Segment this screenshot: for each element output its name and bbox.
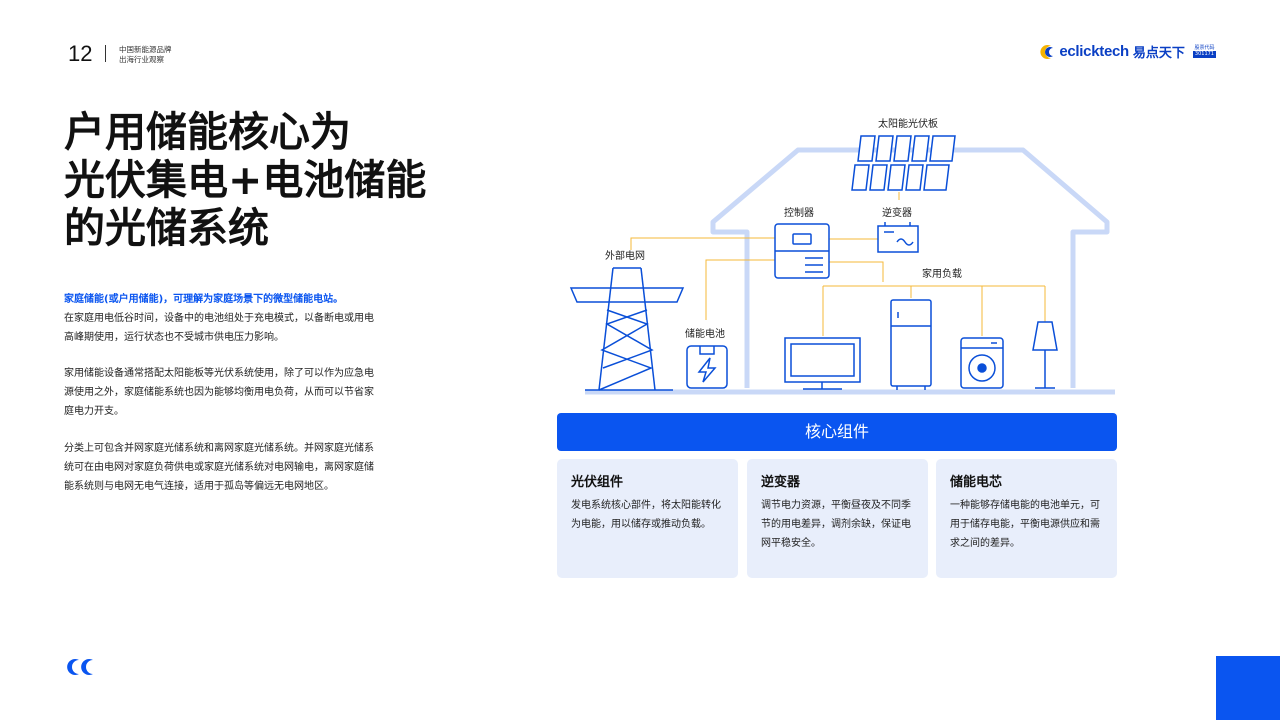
- stock-code-label: 股票代码: [1194, 45, 1215, 51]
- brand-name-cn: 易点天下: [1132, 46, 1185, 61]
- household-load-label: 家用负载: [922, 269, 962, 280]
- grid-label: 外部电网: [605, 251, 645, 262]
- corner-accent-block: [1216, 656, 1280, 720]
- footer-logo-mark-icon: [67, 659, 93, 675]
- solar-panel-label: 太阳能光伏板: [878, 119, 938, 130]
- card-title: 逆变器: [761, 475, 801, 490]
- intro-paragraph: 家庭储能(或户用储能)，可理解为家庭场景下的微型储能电站。 在家庭用电低谷时间，…: [64, 290, 374, 347]
- controller-label: 控制器: [784, 208, 814, 219]
- card-text: 调节电力资源，平衡昼夜及不同季节的用电差异，调剂余缺，保证电网平稳安全。: [761, 500, 911, 549]
- brand-name-en: eclicktech: [1059, 43, 1129, 60]
- header-caption-line2: 出海行业观察: [119, 55, 164, 64]
- battery-label: 储能电池: [685, 329, 725, 340]
- header-caption-line1: 中国新能源品牌: [119, 45, 172, 54]
- stock-code-value: 301171: [1192, 51, 1216, 58]
- brand-logo: eclicktech 易点天下 股票代码 301171: [1037, 42, 1216, 61]
- card-text: 一种能够存储电能的电池单元，可用于储存电能，平衡电源供应和需求之间的差异。: [950, 500, 1100, 549]
- battery-cell-card: 储能电芯 一种能够存储电能的电池单元，可用于储存电能，平衡电源供应和需求之间的差…: [936, 459, 1117, 578]
- page-number: 12: [68, 41, 93, 66]
- usage-paragraph: 家用储能设备通常搭配太阳能板等光伏系统使用，除了可以作为应急电源使用之外，家庭储…: [64, 368, 374, 417]
- page-title-line2: 光伏集电+电池储能: [64, 156, 427, 204]
- page-title: 户用储能核心为 光伏集电+电池储能 的光储系统: [64, 108, 426, 252]
- home-storage-diagram: 太阳能光伏板 控制器 逆变器 外部电网 家用负载 储能电池: [555, 110, 1120, 402]
- power-tower-icon: [569, 267, 685, 391]
- wiring: [630, 192, 1046, 336]
- core-components-header: 核心组件: [557, 413, 1117, 451]
- battery-icon: [686, 345, 728, 389]
- house-outline: [585, 147, 1115, 395]
- intro-highlight: 家庭储能(或户用储能)，可理解为家庭场景下的微型储能电站。: [64, 294, 344, 305]
- diagram-graphics: [569, 135, 1115, 395]
- eclicktech-logo-icon: [1040, 44, 1054, 59]
- card-title: 储能电芯: [950, 475, 1003, 490]
- controller-icon: [774, 223, 830, 279]
- floor-lamp-icon: [1032, 321, 1058, 389]
- tv-icon: [784, 337, 861, 390]
- header-caption: 中国新能源品牌 出海行业观察: [119, 45, 172, 65]
- page-title-line1: 户用储能核心为: [64, 108, 351, 156]
- fridge-icon: [890, 299, 932, 390]
- solar-panel-icon: [851, 135, 956, 191]
- card-text: 发电系统核心部件，将太阳能转化为电能，用以储存或推动负载。: [571, 500, 721, 530]
- pv-module-card: 光伏组件 发电系统核心部件，将太阳能转化为电能，用以储存或推动负载。: [557, 459, 738, 578]
- classification-paragraph: 分类上可包含并网家庭光储系统和离网家庭光储系统。并网家庭光储系统可在由电网对家庭…: [64, 443, 374, 492]
- page-title-line3: 的光储系统: [64, 204, 269, 252]
- inverter-icon: [877, 222, 919, 253]
- header-divider: [105, 45, 106, 62]
- inverter-card: 逆变器 调节电力资源，平衡昼夜及不同季节的用电差异，调剂余缺，保证电网平稳安全。: [747, 459, 928, 578]
- intro-text: 在家庭用电低谷时间，设备中的电池组处于充电模式，以备断电或用电高峰期使用，运行状…: [64, 313, 374, 343]
- inverter-label: 逆变器: [882, 208, 912, 219]
- card-title: 光伏组件: [571, 475, 624, 490]
- stock-code-badge: 股票代码 301171: [1192, 45, 1216, 58]
- washing-machine-icon: [960, 337, 1004, 389]
